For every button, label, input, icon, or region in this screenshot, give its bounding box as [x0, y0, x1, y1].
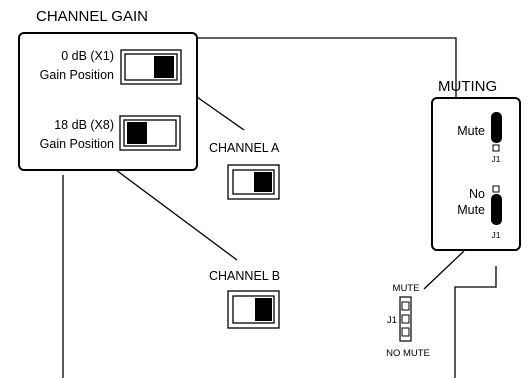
gain-option-2-line1: 18 dB (X8): [54, 118, 114, 132]
mute-label: Mute: [457, 124, 485, 138]
channel-a-switch[interactable]: [227, 164, 280, 200]
gain-to-channel-b-line: [115, 169, 238, 261]
leader-lines: [62, 37, 497, 378]
no-mute-jumper[interactable]: [491, 185, 502, 225]
jumper-shunt: [491, 112, 502, 143]
switch-knob: [127, 122, 147, 144]
gain-option-1-line2: Gain Position: [40, 68, 114, 82]
channel-b-switch[interactable]: [227, 290, 280, 329]
jumper-pin: [401, 314, 410, 324]
gain-switch-18db[interactable]: [119, 115, 181, 151]
switch-knob: [255, 298, 272, 321]
board-jumper-no-mute-label: NO MUTE: [386, 348, 430, 359]
switch-knob: [254, 172, 272, 192]
muting-to-board-line: [423, 250, 465, 290]
gain-option-2-line2: Gain Position: [40, 137, 114, 151]
jumper-pin: [401, 301, 410, 311]
muting-callout: Mute J1 No Mute J1: [431, 97, 521, 251]
board-edge-right: [454, 266, 497, 378]
jumper-pin: [492, 185, 500, 193]
board-jumper-j1-label: J1: [387, 315, 397, 326]
board-jumper-j1[interactable]: [399, 296, 412, 342]
gain-to-muting-line: [192, 37, 457, 100]
gain-switch-0db[interactable]: [120, 49, 182, 85]
jumper-shunt: [491, 194, 502, 225]
mute-jumper-label: J1: [492, 154, 501, 164]
gain-to-channel-a-line: [196, 96, 245, 131]
no-mute-label-line1: No: [469, 187, 485, 201]
channel-a-label: CHANNEL A: [209, 141, 280, 155]
channel-gain-title: CHANNEL GAIN: [36, 8, 148, 25]
switch-knob: [154, 56, 174, 78]
channel-gain-callout: 0 dB (X1) Gain Position 18 dB (X8) Gain …: [18, 32, 198, 171]
muting-box: [431, 97, 521, 251]
muting-title: MUTING: [438, 78, 497, 95]
jumper-pin: [401, 327, 410, 337]
board-jumper-mute-label: MUTE: [393, 283, 420, 294]
mute-jumper[interactable]: [491, 112, 502, 152]
no-mute-label-line2: Mute: [457, 203, 485, 217]
channel-b-label: CHANNEL B: [209, 269, 280, 283]
gain-option-1-line1: 0 dB (X1): [61, 49, 114, 63]
jumper-pin: [492, 144, 500, 152]
no-mute-jumper-label: J1: [492, 230, 501, 240]
